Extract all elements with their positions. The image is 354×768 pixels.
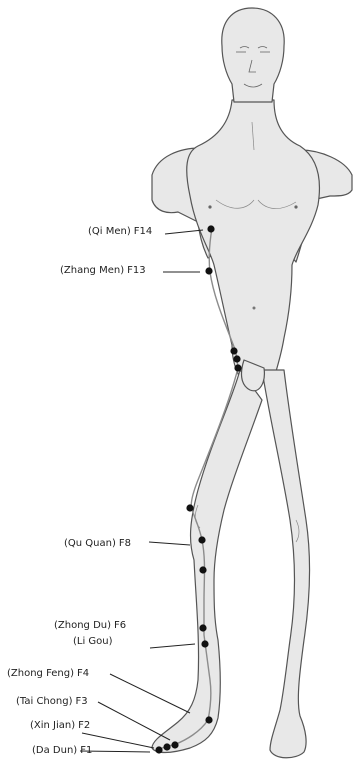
label-code: F4 xyxy=(77,668,89,679)
leader-line xyxy=(165,230,203,234)
label-code: F3 xyxy=(75,696,87,707)
label-code: F14 xyxy=(134,226,152,237)
acupoint-dot xyxy=(155,746,162,753)
label-zhang-men: (Zhang Men)F13 xyxy=(60,265,146,277)
label-code: F6 xyxy=(114,620,126,631)
acupoint-dot xyxy=(163,743,170,750)
acupoint-dot xyxy=(234,364,241,371)
leader-lines xyxy=(80,230,203,752)
label-code: F2 xyxy=(78,720,90,731)
acupoints xyxy=(155,225,241,753)
acupoint-dot xyxy=(205,716,212,723)
leader-line xyxy=(150,644,195,648)
leader-line xyxy=(149,542,190,545)
label-da-dun: (Da Dun)F1 xyxy=(32,745,92,757)
label-zhong-feng: (Zhong Feng)F4 xyxy=(7,668,89,680)
acupoint-dot xyxy=(207,225,214,232)
label-name: (Tai Chong) xyxy=(16,696,72,707)
label-name: (Zhong Du) xyxy=(54,620,111,631)
label-name: (Da Dun) xyxy=(32,745,77,756)
label-qi-men: (Qi Men)F14 xyxy=(88,226,152,238)
liver-channel-line xyxy=(158,228,238,750)
acupoint-dot xyxy=(233,355,240,362)
acupoint-dot xyxy=(201,640,208,647)
label-zhong-du: (Zhong Du)F6 xyxy=(54,620,126,632)
label-name: (Qi Men) xyxy=(88,226,131,237)
label-code: F1 xyxy=(80,745,92,756)
label-li-gou: (Li Gou) xyxy=(73,636,113,648)
label-name: (Li Gou) xyxy=(73,636,113,647)
label-name: (Qu Quan) xyxy=(64,538,116,549)
acupoint-dot xyxy=(230,347,237,354)
acupoint-dot xyxy=(198,536,205,543)
label-name: (Zhong Feng) xyxy=(7,668,74,679)
acupoint-dot xyxy=(171,741,178,748)
leader-line xyxy=(82,733,154,748)
label-name: (Xin Jian) xyxy=(30,720,75,731)
label-tai-chong: (Tai Chong)F3 xyxy=(16,696,88,708)
leader-line xyxy=(110,674,190,713)
label-name: (Zhang Men) xyxy=(60,265,124,276)
label-code: F13 xyxy=(127,265,145,276)
leader-line xyxy=(98,702,170,740)
label-code: F8 xyxy=(119,538,131,549)
acupoint-dot xyxy=(186,504,193,511)
label-qu-quan: (Qu Quan)F8 xyxy=(64,538,131,550)
label-xin-jian: (Xin Jian)F2 xyxy=(30,720,90,732)
acupoint-dot xyxy=(199,566,206,573)
acupoint-dot xyxy=(205,267,212,274)
acupoint-dot xyxy=(199,624,206,631)
